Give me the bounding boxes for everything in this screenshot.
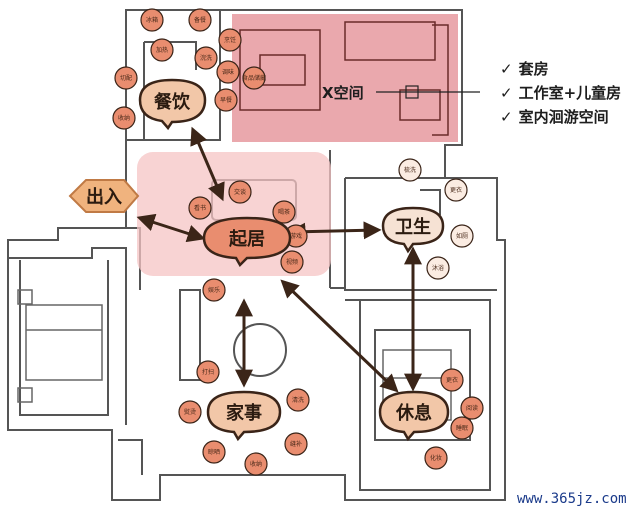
chores-activity-bubble bbox=[202, 440, 226, 464]
bath-zone-label: 卫生 bbox=[395, 216, 431, 238]
bath-activity-bubble bbox=[450, 224, 474, 248]
living-activity-label: 喝茶 bbox=[278, 208, 290, 216]
rest-zone-label: 休息 bbox=[395, 402, 432, 424]
check-icon: ✓ bbox=[500, 60, 513, 78]
chores-activity-bubble bbox=[286, 388, 310, 412]
feature-item: ✓室内洄游空间 bbox=[500, 108, 609, 126]
dining-activity-label: 切配 bbox=[120, 75, 132, 82]
dining-activity-bubble bbox=[114, 66, 138, 90]
arrow-dining-living bbox=[190, 126, 225, 202]
chores-activity-label: 熨烫 bbox=[184, 408, 196, 416]
x-space-feature-list: ✓套房 ✓工作室+儿童房 ✓室内洄游空间 bbox=[500, 57, 640, 129]
bath-activity-bubble bbox=[444, 178, 468, 202]
dining-activity-label: 收纳 bbox=[118, 114, 130, 122]
chores-activity-label: 缝补 bbox=[290, 440, 302, 448]
entry-zone: 出入 bbox=[68, 179, 140, 213]
x-space-label: X空间 bbox=[322, 84, 364, 102]
living-activity-label: 娱乐 bbox=[208, 286, 220, 294]
dining-activity-bubble bbox=[242, 66, 266, 90]
bath-activity-label: 更衣 bbox=[450, 186, 462, 194]
activity-bubbles: 冰箱备餐加热浣洗切配烹饪调味收纳早餐食品储藏看书交谈喝茶游戏视频娱乐梳洗更衣如厕… bbox=[112, 8, 484, 476]
rest-activity-label: 化妆 bbox=[430, 454, 442, 462]
floor-plan-walls bbox=[7, 9, 506, 501]
living-zone: 起居 bbox=[202, 216, 292, 268]
bath-activity-label: 梳洗 bbox=[404, 166, 416, 174]
feature-item: ✓套房 bbox=[500, 60, 549, 78]
rest-activity-bubble bbox=[440, 368, 464, 392]
chores-activity-label: 清洗 bbox=[292, 396, 304, 404]
dining-activity-bubble bbox=[150, 38, 174, 62]
dining-zone-label: 餐饮 bbox=[153, 91, 191, 113]
feature-item: ✓工作室+儿童房 bbox=[500, 84, 622, 102]
dining-zone: 餐饮 bbox=[138, 78, 207, 131]
dining-activity-label: 加热 bbox=[156, 46, 168, 54]
dining-activity-bubble bbox=[188, 8, 212, 32]
living-activity-bubble bbox=[228, 180, 252, 204]
living-activity-bubble bbox=[202, 278, 226, 302]
chores-zone: 家事 bbox=[206, 390, 282, 442]
living-activity-bubble bbox=[280, 250, 304, 274]
dining-activity-label: 食品储藏 bbox=[242, 74, 266, 82]
living-activity-label: 游戏 bbox=[290, 232, 302, 240]
living-activity-label: 交谈 bbox=[234, 188, 246, 196]
watermark: www.365jz.com bbox=[517, 491, 627, 507]
check-icon: ✓ bbox=[500, 108, 513, 126]
living-activity-label: 看书 bbox=[194, 204, 206, 212]
arrow-living-rest bbox=[280, 279, 399, 393]
arrow-entry-living bbox=[136, 213, 206, 243]
bath-activity-label: 沐浴 bbox=[432, 264, 444, 272]
x-space-furniture bbox=[239, 21, 449, 136]
dining-activity-bubble bbox=[194, 46, 218, 70]
left-bed bbox=[17, 289, 103, 403]
chores-activity-bubble bbox=[196, 360, 220, 384]
dining-activity-label: 浣洗 bbox=[200, 54, 212, 62]
chores-activity-label: 收纳 bbox=[250, 460, 262, 468]
chores-activity-bubble bbox=[284, 432, 308, 456]
dining-activity-bubble bbox=[218, 28, 242, 52]
bath-activity-label: 如厕 bbox=[456, 232, 468, 240]
dining-activity-label: 早餐 bbox=[220, 96, 232, 104]
living-activity-label: 视频 bbox=[286, 258, 298, 266]
rest-activity-bubble bbox=[460, 396, 484, 420]
dining-activity-label: 备餐 bbox=[194, 16, 206, 24]
dining-activity-label: 冰箱 bbox=[146, 16, 158, 24]
dining-activity-label: 调味 bbox=[222, 68, 234, 76]
rest-zone: 休息 bbox=[378, 390, 450, 442]
x-space-pointer-box bbox=[405, 85, 419, 99]
dining-activity-bubble bbox=[216, 60, 240, 84]
rest-activity-label: 更衣 bbox=[446, 376, 458, 384]
check-icon: ✓ bbox=[500, 84, 513, 102]
chores-activity-bubble bbox=[244, 452, 268, 476]
living-zone-label: 起居 bbox=[228, 228, 265, 250]
bath-activity-bubble bbox=[426, 256, 450, 280]
entry-zone-label: 出入 bbox=[86, 186, 122, 208]
rest-activity-label: 睡眠 bbox=[456, 424, 468, 432]
chores-activity-bubble bbox=[178, 400, 202, 424]
chores-activity-label: 打扫 bbox=[202, 368, 214, 376]
chores-zone-label: 家事 bbox=[226, 402, 262, 424]
dining-activity-bubble bbox=[112, 106, 136, 130]
rest-activity-label: 阅读 bbox=[466, 404, 478, 412]
bath-activity-bubble bbox=[398, 158, 422, 182]
rest-activity-bubble bbox=[450, 416, 474, 440]
chores-activity-label: 晾晒 bbox=[208, 448, 220, 456]
bath-zone: 卫生 bbox=[381, 206, 445, 254]
dining-activity-label: 烹饪 bbox=[224, 36, 236, 44]
rest-activity-bubble bbox=[424, 446, 448, 470]
living-activity-bubble bbox=[272, 200, 296, 224]
living-activity-bubble bbox=[188, 196, 212, 220]
dining-activity-bubble bbox=[140, 8, 164, 32]
dining-activity-bubble bbox=[214, 88, 238, 112]
